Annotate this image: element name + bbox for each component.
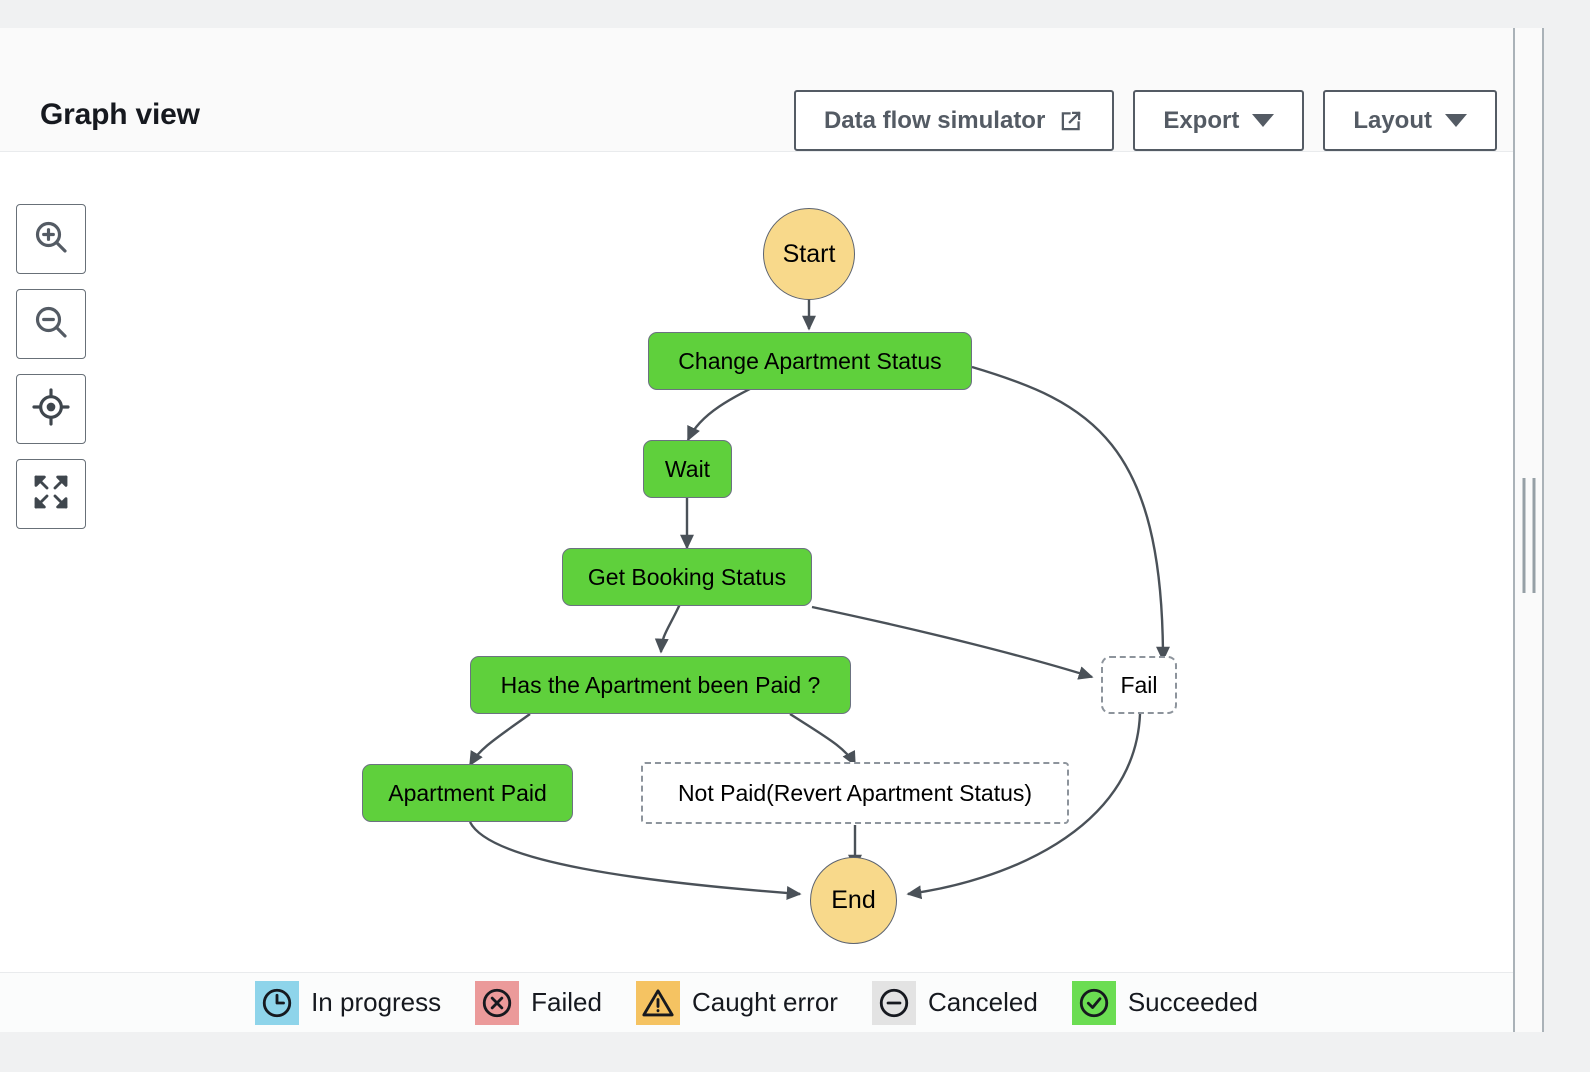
graph-node-apartment-paid[interactable]: Apartment Paid <box>362 764 573 822</box>
legend-label: Canceled <box>927 987 1038 1017</box>
legend-label: Caught error <box>691 987 838 1017</box>
layout-label: Layout <box>1353 106 1432 134</box>
graph-node-label: Not Paid(Revert Apartment Status) <box>677 779 1033 806</box>
chevron-down-icon <box>1252 114 1275 127</box>
graph-node-label: Start <box>782 239 836 268</box>
data-flow-simulator-button[interactable]: Data flow simulator <box>793 90 1115 151</box>
legend-label: Failed <box>531 987 602 1017</box>
graph-node-start[interactable]: Start <box>763 208 855 300</box>
graph-node-label: End <box>831 886 876 914</box>
graph-node-label: Has the Apartment been Paid ? <box>500 671 821 698</box>
clock-icon <box>255 980 300 1025</box>
graph-tool-bar <box>16 204 86 529</box>
graph-node-label: Wait <box>664 455 711 482</box>
edge-paidq-notpaid <box>789 712 857 767</box>
edge-paidq-paid <box>468 713 531 767</box>
graph-node-get-booking-status[interactable]: Get Booking Status <box>562 548 812 606</box>
center-graph-button[interactable] <box>16 374 86 444</box>
data-flow-simulator-label: Data flow simulator <box>823 106 1046 134</box>
graph-view-panel: Graph view Data flow simulator Export <box>0 28 1513 1032</box>
x-circle-icon <box>475 980 520 1025</box>
zoom-out-button[interactable] <box>16 289 86 359</box>
panel-resize-handle[interactable] <box>1513 28 1544 1032</box>
graph-node-not-paid-revert-apartment-status[interactable]: Not Paid(Revert Apartment Status) <box>641 762 1069 824</box>
legend-item-canceled: Canceled <box>871 980 1038 1025</box>
legend-item-succeeded: Succeeded <box>1071 980 1258 1025</box>
check-circle-icon <box>1071 980 1116 1025</box>
export-label: Export <box>1163 106 1240 134</box>
layout-button[interactable]: Layout <box>1323 90 1497 151</box>
header-actions: Data flow simulator Export Layout <box>793 90 1497 151</box>
graph-node-label: Fail <box>1120 671 1158 698</box>
zoom-in-button[interactable] <box>16 204 86 274</box>
zoom-out-icon <box>31 302 71 347</box>
resize-grip-icon <box>1522 478 1535 593</box>
legend-item-caught-error: Caught error <box>635 980 838 1025</box>
zoom-in-icon <box>31 217 71 262</box>
graph-canvas[interactable]: Start Change Apartment Status Wait Get B… <box>0 152 1513 972</box>
external-link-icon <box>1058 108 1084 134</box>
graph-node-end[interactable]: End <box>810 857 897 944</box>
graph-node-label: Apartment Paid <box>388 779 547 806</box>
legend-item-in-progress: In progress <box>255 980 442 1025</box>
warning-icon <box>635 980 680 1025</box>
status-legend: In progress Failed Cau <box>0 972 1513 1032</box>
chevron-down-icon <box>1445 114 1467 127</box>
export-button[interactable]: Export <box>1133 90 1305 151</box>
graph-node-change-apartment-status[interactable]: Change Apartment Status <box>648 332 972 390</box>
graph-node-fail[interactable]: Fail <box>1101 656 1177 714</box>
center-target-icon <box>31 387 71 432</box>
page-title: Graph view <box>40 98 200 131</box>
fullscreen-icon <box>31 472 71 517</box>
edge-booking-fail <box>811 605 1094 680</box>
fit-to-screen-button[interactable] <box>16 459 86 529</box>
graph-node-wait[interactable]: Wait <box>643 440 732 498</box>
graph-node-has-the-apartment-been-paid[interactable]: Has the Apartment been Paid ? <box>470 656 851 714</box>
edge-change-fail <box>971 365 1170 662</box>
graph-node-label: Get Booking Status <box>587 563 787 590</box>
edge-fail-end <box>906 713 1142 900</box>
legend-item-failed: Failed <box>475 980 602 1025</box>
legend-label: Succeeded <box>1127 987 1258 1017</box>
panel-header: Graph view Data flow simulator Export <box>0 28 1513 152</box>
legend-label: In progress <box>311 987 442 1017</box>
edge-paid-end <box>468 821 802 900</box>
edge-booking-paidq <box>654 603 682 654</box>
graph-node-label: Change Apartment Status <box>678 347 942 374</box>
minus-circle-icon <box>871 980 916 1025</box>
